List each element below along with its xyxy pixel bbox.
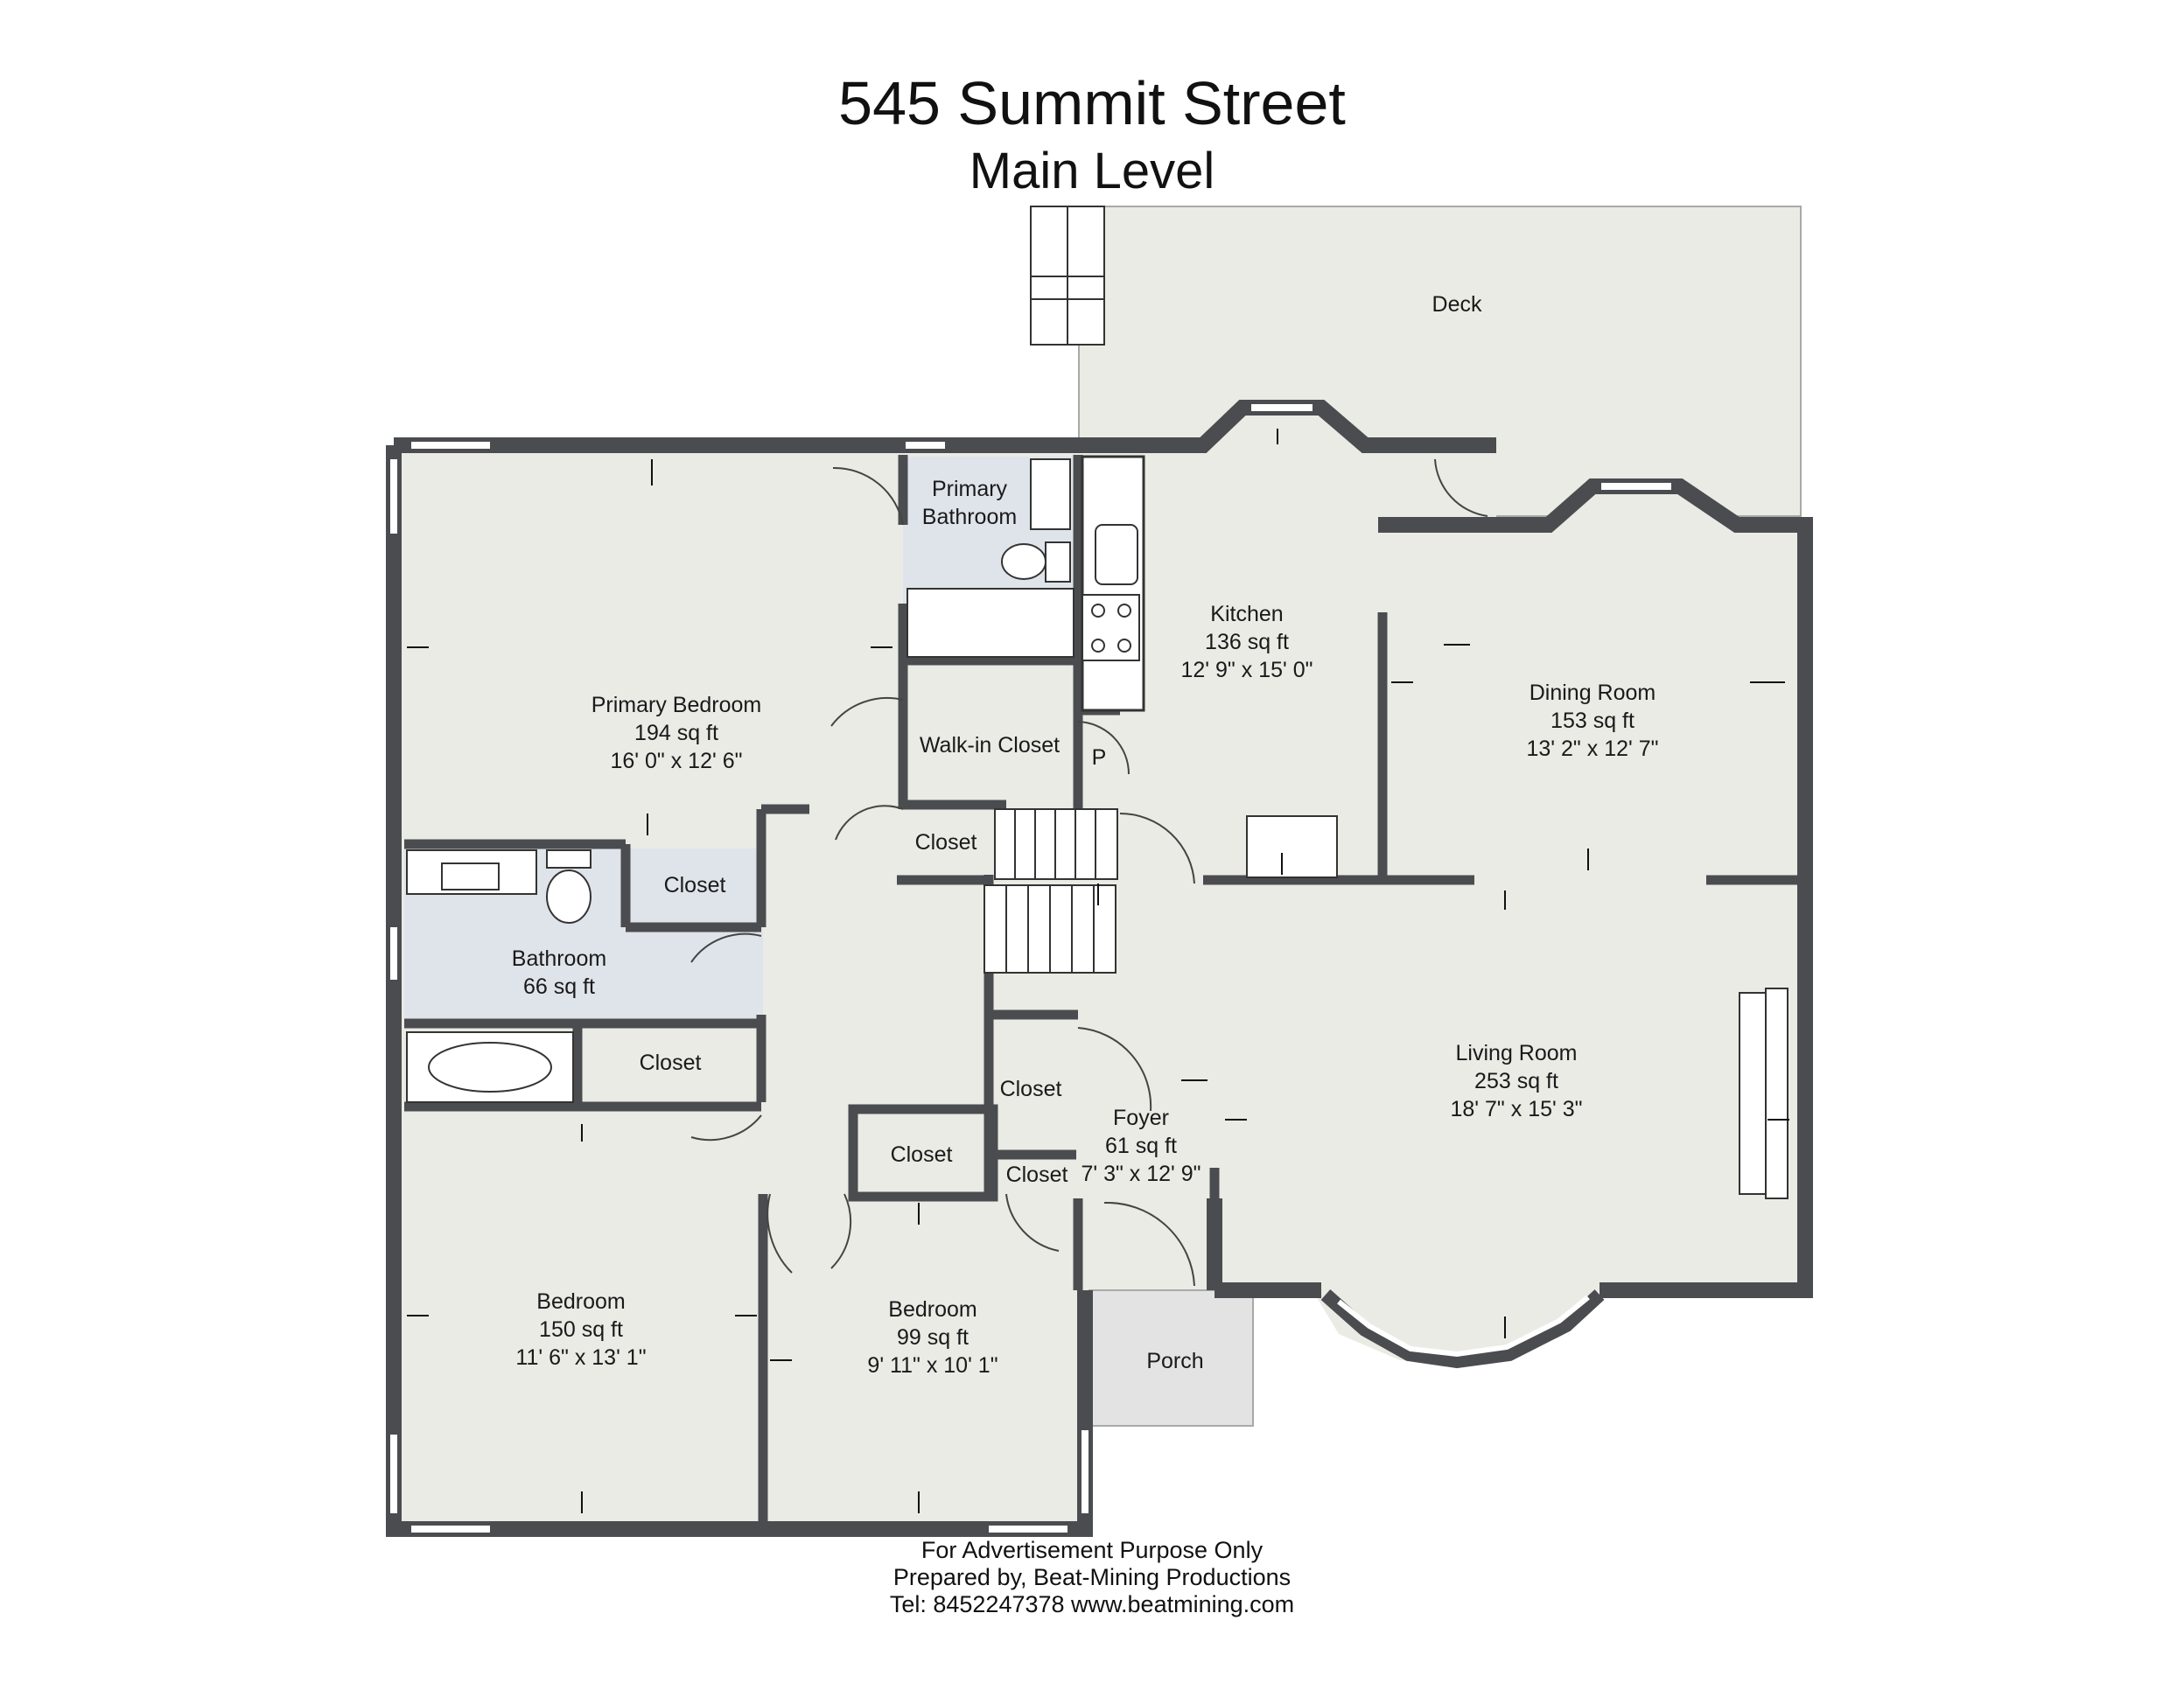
footer-disclaimer: For Advertisement Purpose Only — [920, 1537, 1264, 1563]
dimension-arrows — [407, 429, 1789, 1513]
living-bay-window — [1337, 1295, 1590, 1358]
label-primary-bedroom: Primary Bedroom 194 sq ft 16' 0" x 12' 6… — [591, 693, 762, 773]
porch-floor — [1088, 1289, 1254, 1427]
plan-title: 545 Summit Street — [838, 69, 1346, 137]
footer-prepared-by: Prepared by, Beat-Mining Productions — [892, 1564, 1292, 1590]
label-closet-small: Closet — [1005, 1163, 1068, 1187]
living-bay-wall — [1320, 1289, 1605, 1369]
label-primary-bathroom: Primary Bathroom — [921, 477, 1018, 529]
label-closet-foyer: Closet — [999, 1077, 1062, 1101]
label-bedroom-1: Bedroom 150 sq ft 11' 6" x 13' 1" — [515, 1289, 647, 1370]
label-living-room: Living Room 253 sq ft 18' 7" x 15' 3" — [1450, 1041, 1583, 1121]
label-closet-bath-upper: Closet — [663, 873, 726, 897]
label-dining-room: Dining Room 153 sq ft 13' 2" x 12' 7" — [1526, 681, 1659, 761]
label-closet-bedroom: Closet — [890, 1142, 953, 1167]
label-kitchen: Kitchen 136 sq ft 12' 9" x 15' 0" — [1180, 602, 1313, 682]
label-closet-bath-lower: Closet — [639, 1051, 702, 1075]
label-foyer: Foyer 61 sq ft 7' 3" x 12' 9" — [1081, 1106, 1201, 1186]
label-walk-in-closet: Walk-in Closet — [919, 733, 1060, 758]
interior-stairs — [984, 808, 1118, 974]
windows — [390, 404, 1671, 1533]
label-bathroom: Bathroom 66 sq ft — [511, 946, 607, 999]
plan-subtitle: Main Level — [969, 143, 1215, 199]
label-bedroom-2: Bedroom 99 sq ft 9' 11" x 10' 1" — [867, 1297, 998, 1378]
fixtures — [406, 458, 1788, 1199]
footer-contact: Tel: 8452247378 www.beatmining.com — [889, 1591, 1295, 1617]
label-porch: Porch — [1146, 1349, 1204, 1373]
doors — [690, 458, 1488, 1287]
deck-stairs — [1030, 206, 1105, 346]
label-deck: Deck — [1432, 292, 1482, 317]
label-pantry: P — [1091, 745, 1107, 770]
label-closet-hall: Closet — [914, 830, 977, 855]
